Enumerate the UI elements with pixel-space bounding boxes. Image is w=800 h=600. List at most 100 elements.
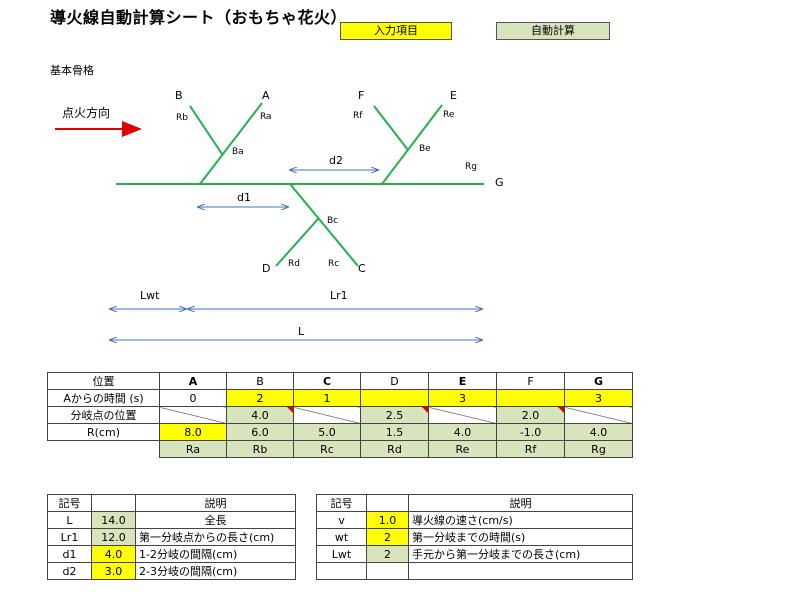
re-label: Re <box>443 110 455 120</box>
desc-cell: 手元から第一分岐までの長さ(cm) <box>408 545 633 563</box>
r-name-spacer <box>48 441 160 458</box>
r-name-cell-c: Rc <box>293 440 361 458</box>
branch-f-line <box>373 105 409 151</box>
branch-pos-cell-f: 2.0 <box>496 406 565 424</box>
time-row: Aからの時間 (s) 0 2 1 3 3 <box>47 389 633 407</box>
desc-cell-empty <box>408 562 633 580</box>
col-header-g: G <box>564 372 633 390</box>
point-c-label: C <box>358 262 366 275</box>
legend-input-item: 入力項目 <box>340 22 452 40</box>
col-header-a: A <box>159 372 227 390</box>
symbol-cell: d2 <box>47 562 92 580</box>
r-name-cell-a: Ra <box>159 440 227 458</box>
symbol-row-l: L 14.0 全長 <box>47 511 296 529</box>
fuse-diagram: 点火方向 B A Rb Ra Ba F E Rf Re Be Rg G Bc R… <box>55 89 504 360</box>
symbol-cell: Lwt <box>316 545 367 563</box>
symbol-cell: Lr1 <box>47 528 92 546</box>
r-name-cell-e: Re <box>428 440 497 458</box>
point-b-label: B <box>175 89 183 102</box>
r-cell-d: 1.5 <box>360 423 429 441</box>
symbol-table-left: 記号 説明 L 14.0 全長 Lr1 12.0 第一分岐点からの長さ(cm) … <box>47 494 296 580</box>
symbol-row-v: v 1.0 導火線の速さ(cm/s) <box>316 511 633 529</box>
symbol-cell: v <box>316 511 367 529</box>
row-header-position: 位置 <box>47 372 160 390</box>
symbol-row-d1: d1 4.0 1-2分岐の間隔(cm) <box>47 545 296 563</box>
bc-label: Bc <box>327 216 338 226</box>
rd-label: Rd <box>288 259 300 269</box>
r-cell-e: 4.0 <box>428 423 497 441</box>
value-cell-l: 14.0 <box>91 511 136 529</box>
main-calc-table: 位置 A B C D E F G Aからの時間 (s) 0 2 1 3 3 分岐… <box>47 372 633 458</box>
branch-position-row: 分岐点の位置 4.0 2.5 2.0 <box>47 406 633 424</box>
desc-cell: 導火線の速さ(cm/s) <box>408 511 633 529</box>
branch-c-line <box>289 183 359 267</box>
lr1-label: Lr1 <box>330 289 348 302</box>
r-name-cell-f: Rf <box>496 440 565 458</box>
branch-b-line <box>189 105 223 155</box>
point-a-label: A <box>262 89 270 102</box>
time-cell-b[interactable]: 2 <box>226 389 294 407</box>
desc-cell: 1-2分岐の間隔(cm) <box>135 545 296 563</box>
time-cell-g[interactable]: 3 <box>564 389 633 407</box>
r-cell-a[interactable]: 8.0 <box>159 423 227 441</box>
point-e-label: E <box>450 89 457 102</box>
symbol-table-right: 記号 説明 v 1.0 導火線の速さ(cm/s) wt 2 第一分岐までの時間(… <box>316 494 633 580</box>
branch-pos-cell-d: 2.5 <box>360 406 429 424</box>
symbol-table-left-header: 記号 説明 <box>47 494 296 512</box>
ba-label: Ba <box>232 147 244 157</box>
value-cell-empty <box>366 562 409 580</box>
time-cell-c[interactable]: 1 <box>293 389 361 407</box>
branch-pos-cell-c <box>293 406 361 424</box>
value-cell-d1[interactable]: 4.0 <box>91 545 136 563</box>
branch-pos-cell-g <box>564 406 633 424</box>
branch-pos-cell-b: 4.0 <box>226 406 294 424</box>
l-label: L <box>298 325 305 338</box>
desc-cell: 全長 <box>135 511 296 529</box>
value-header <box>366 494 409 512</box>
lwt-label: Lwt <box>140 289 160 302</box>
row-header-r: R(cm) <box>47 423 160 441</box>
point-d-label: D <box>262 262 270 275</box>
rg-label: Rg <box>465 162 477 172</box>
symbol-cell-empty <box>316 562 367 580</box>
page-title: 導火線自動計算シート（おもちゃ花火） <box>50 8 348 27</box>
rc-label: Rc <box>328 259 339 269</box>
rb-label: Rb <box>176 113 188 123</box>
r-name-cell-d: Rd <box>360 440 429 458</box>
symbol-row-lr1: Lr1 12.0 第一分岐点からの長さ(cm) <box>47 528 296 546</box>
branch-a-line <box>199 102 263 185</box>
symbol-row-wt: wt 2 第一分岐までの時間(s) <box>316 528 633 546</box>
time-cell-d[interactable] <box>360 389 429 407</box>
r-cell-b: 6.0 <box>226 423 294 441</box>
value-cell-lwt: 2 <box>366 545 409 563</box>
branch-pos-cell-a <box>159 406 227 424</box>
position-row: 位置 A B C D E F G <box>47 372 633 390</box>
be-label: Be <box>419 144 431 154</box>
ra-label: Ra <box>260 112 272 122</box>
time-cell-e[interactable]: 3 <box>428 389 497 407</box>
section-label-basic-skeleton: 基本骨格 <box>50 64 94 77</box>
legend-auto-calc: 自動計算 <box>496 22 610 40</box>
d1-label: d1 <box>237 191 251 204</box>
col-header-d: D <box>360 372 429 390</box>
desc-cell: 第一分岐までの時間(s) <box>408 528 633 546</box>
r-name-row: Ra Rb Rc Rd Re Rf Rg <box>48 440 633 458</box>
value-cell-v[interactable]: 1.0 <box>366 511 409 529</box>
time-cell-f[interactable] <box>496 389 565 407</box>
d2-label: d2 <box>329 154 343 167</box>
point-f-label: F <box>358 89 364 102</box>
time-cell-a: 0 <box>159 389 227 407</box>
col-header-e: E <box>428 372 497 390</box>
symbol-cell: L <box>47 511 92 529</box>
r-cell-g: 4.0 <box>564 423 633 441</box>
value-header <box>91 494 136 512</box>
r-cell-f: -1.0 <box>496 423 565 441</box>
desc-cell: 2-3分岐の間隔(cm) <box>135 562 296 580</box>
col-header-c: C <box>293 372 361 390</box>
symbol-header: 記号 <box>47 494 92 512</box>
r-name-cell-g: Rg <box>564 440 633 458</box>
value-cell-wt[interactable]: 2 <box>366 528 409 546</box>
desc-cell: 第一分岐点からの長さ(cm) <box>135 528 296 546</box>
r-name-cell-b: Rb <box>226 440 294 458</box>
value-cell-d2[interactable]: 3.0 <box>91 562 136 580</box>
